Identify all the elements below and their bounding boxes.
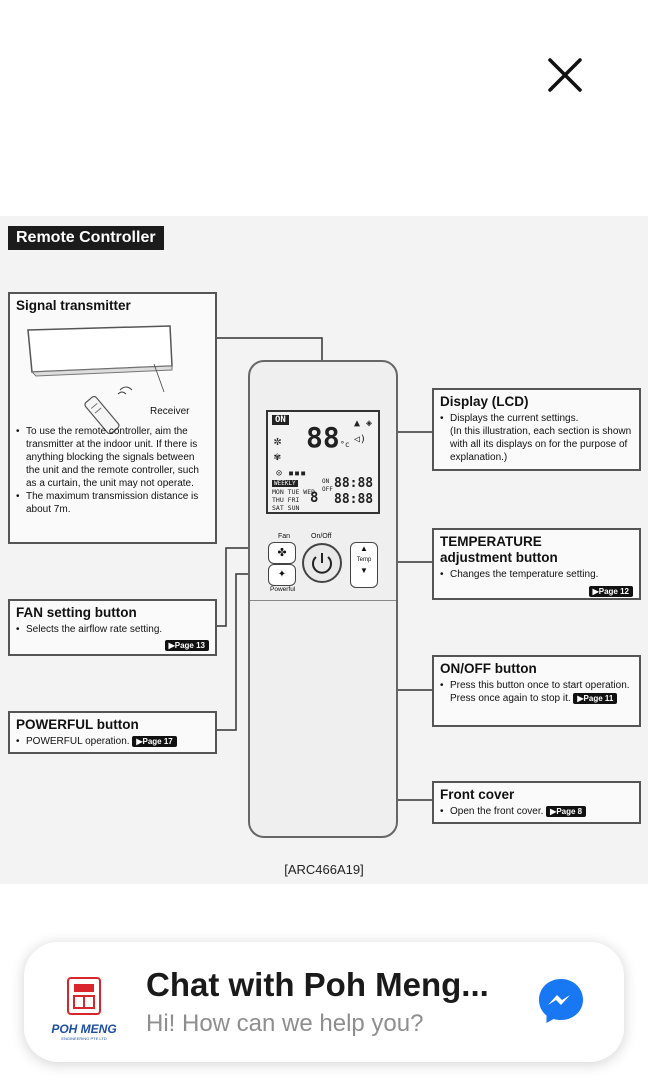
- fan-icon: ✤: [277, 547, 287, 559]
- signal-bullet-1: To use the remote controller, aim the tr…: [16, 425, 209, 490]
- signal-transmitter-box: Signal transmitter Receiver To use the r…: [8, 292, 217, 544]
- front-cover-box: Front cover Open the front cover. ▶Page …: [432, 781, 641, 824]
- temp-up-icon: ▲: [360, 544, 368, 553]
- signal-title: Signal transmitter: [16, 298, 131, 313]
- lcd-days-1: MON TUE WED: [272, 488, 316, 496]
- display-title: Display (LCD): [440, 394, 529, 409]
- lcd-on-indicator: ON: [272, 415, 289, 425]
- swing-icon: ◁): [354, 434, 367, 445]
- onoff-title: ON/OFF button: [440, 661, 537, 676]
- chat-widget[interactable]: POH MENG ENGINEERING PTE LTD Chat with P…: [24, 942, 624, 1062]
- front-cover-title: Front cover: [440, 787, 515, 802]
- onoff-line1: Press this button once to start operatio…: [440, 679, 633, 692]
- onoff-box: ON/OFF button Press this button once to …: [432, 655, 641, 727]
- lcd-timer-icon: ⊙ ▪▪▪: [276, 468, 307, 479]
- display-line1: Displays the current settings.: [440, 412, 633, 425]
- onoff-button[interactable]: [302, 543, 342, 583]
- powerful-desc: POWERFUL operation.: [26, 736, 130, 747]
- powerful-button[interactable]: ✦: [268, 564, 296, 586]
- temp-down-icon: ▼: [360, 566, 368, 575]
- lcd-day-digit: 8: [310, 490, 319, 506]
- powerful-icon: ✦: [277, 569, 287, 580]
- temperature-page-ref: ▶Page 12: [588, 586, 633, 597]
- messenger-button[interactable]: [536, 976, 586, 1026]
- temperature-button[interactable]: ▲ Temp ▼: [350, 542, 378, 588]
- powerful-title: POWERFUL button: [16, 717, 139, 732]
- model-caption: [ARC466A19]: [284, 862, 364, 877]
- onoff-line2: Press once again to stop it.: [450, 693, 571, 704]
- close-icon: [548, 58, 582, 92]
- temperature-box: TEMPERATURE adjustment button Changes th…: [432, 528, 641, 600]
- mode-icon: ✼: [274, 434, 282, 448]
- lcd-days-2: THU FRI: [272, 496, 300, 504]
- powerful-label: Powerful: [270, 586, 296, 593]
- lcd-off-label: OFF: [322, 486, 333, 493]
- close-button[interactable]: [546, 56, 584, 94]
- poh-meng-logo: POH MENG ENGINEERING PTE LTD: [46, 966, 122, 1046]
- lcd-extra-icons: ▲ ◈: [354, 418, 373, 429]
- lcd-days-3: SAT SUN: [272, 504, 300, 512]
- temperature-desc: Changes the temperature setting.: [440, 568, 633, 581]
- lcd-display: ON ✼ ✾ 88 °c ▲ ◈ ◁) ⊙ ▪▪▪ WEEKLY MON TUE…: [266, 410, 380, 514]
- lcd-temperature: 88: [306, 421, 340, 454]
- fan-page-ref: ▶Page 13: [164, 640, 209, 651]
- lcd-unit: °c: [340, 440, 350, 449]
- fan-setting-box: FAN setting button Selects the airflow r…: [8, 599, 217, 656]
- temperature-title-2: adjustment button: [440, 550, 558, 565]
- lcd-weekly: WEEKLY: [272, 480, 298, 487]
- signal-bullet-2: The maximum transmission distance is abo…: [16, 490, 209, 516]
- front-cover-page-ref: ▶Page 8: [546, 805, 587, 817]
- air-conditioner-illustration: [27, 325, 173, 435]
- fan-button[interactable]: ✤: [268, 542, 296, 564]
- fan-desc: Selects the airflow rate setting.: [16, 623, 209, 636]
- logo-text: POH MENG: [51, 1022, 117, 1036]
- fan-title: FAN setting button: [16, 605, 137, 620]
- chat-title: Chat with Poh Meng...: [146, 966, 489, 1003]
- onoff-page-ref: ▶Page 11: [573, 692, 618, 704]
- display-line2: (In this illustration, each section is s…: [450, 426, 632, 463]
- front-cover-edge: [250, 600, 396, 601]
- logo-subtext: ENGINEERING PTE LTD: [61, 1036, 107, 1041]
- front-cover-desc: Open the front cover.: [450, 806, 544, 817]
- fan-label: Fan: [278, 533, 291, 540]
- onoff-label: On/Off: [311, 533, 332, 540]
- logo-mark-icon: [67, 977, 101, 1015]
- chat-subtitle: Hi! How can we help you?: [146, 1010, 424, 1037]
- lcd-off-time: 88:88: [334, 492, 374, 507]
- powerful-page-ref: ▶Page 17: [132, 735, 177, 747]
- section-title: Remote Controller: [8, 226, 164, 250]
- receiver-label: Receiver: [150, 406, 190, 417]
- power-icon: [312, 553, 332, 574]
- lcd-on-label: ON: [322, 478, 330, 485]
- messenger-icon: [539, 979, 583, 1023]
- fan-mode-icon: ✾: [274, 450, 281, 463]
- temperature-title-1: TEMPERATURE: [440, 534, 542, 549]
- display-box: Display (LCD) Displays the current setti…: [432, 388, 641, 471]
- lcd-on-time: 88:88: [334, 476, 374, 491]
- temp-label: Temp: [356, 557, 372, 563]
- powerful-box: POWERFUL button POWERFUL operation. ▶Pag…: [8, 711, 217, 754]
